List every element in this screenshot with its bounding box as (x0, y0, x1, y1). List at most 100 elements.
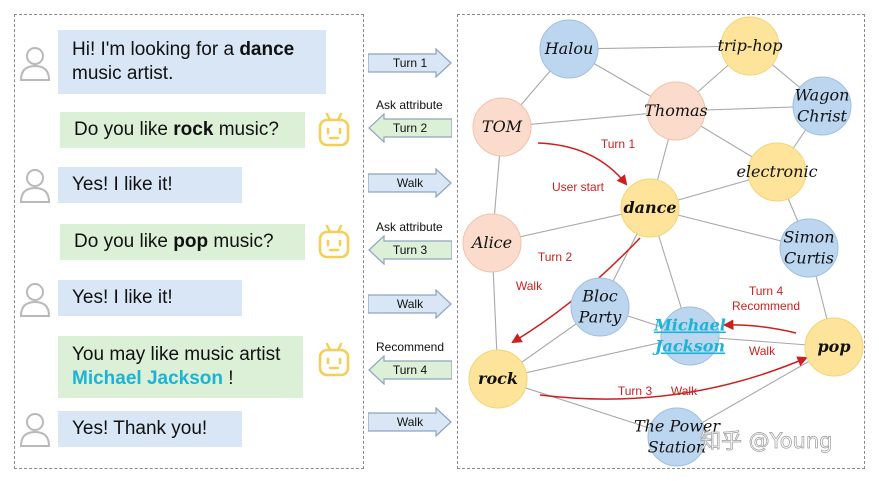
watermark: 知乎 @Young (700, 429, 833, 453)
message-text: Hi! I'm looking for a (72, 39, 240, 60)
path-label: Walk (749, 344, 776, 358)
arrow-label: Walk (396, 176, 424, 190)
graph-node-thomas: Thomas (644, 81, 708, 141)
user-message-bubble: Yes! Thank you! (58, 411, 242, 447)
node-circle (660, 306, 720, 366)
message-text: dance (239, 39, 295, 60)
graph-edge (497, 378, 678, 438)
graph-panel (457, 14, 865, 469)
message-text: Yes! Thank you! (72, 418, 208, 439)
user-avatar-icon (18, 166, 52, 204)
graph-edge (568, 45, 751, 50)
message-text: music? (213, 119, 279, 140)
path-label: Turn 4 (749, 284, 784, 298)
path-label: Turn 1 (601, 137, 636, 151)
robot-avatar-icon (316, 112, 352, 148)
node-label: Jackson (652, 337, 725, 356)
walk-path-1 (537, 142, 628, 186)
node-label: Halou (544, 39, 594, 58)
node-label: Simon (783, 228, 834, 247)
message-text: music artist. (72, 63, 174, 84)
node-circle (570, 277, 630, 337)
node-circle (720, 16, 780, 76)
node-circle (620, 178, 680, 238)
node-label: electronic (736, 162, 817, 181)
message-text: rock (173, 119, 214, 140)
node-label: The Power (634, 417, 721, 436)
node-circle (792, 76, 852, 136)
graph-node-pop: pop (804, 317, 864, 377)
node-label: Station (648, 438, 706, 457)
node-label: trip-hop (717, 36, 782, 55)
arrow-caption: Ask attribute (376, 220, 443, 234)
node-label: Michael (653, 316, 726, 335)
message-text: Do you like (74, 231, 174, 252)
node-label: Curtis (784, 249, 834, 268)
node-label: pop (817, 337, 850, 356)
node-circle (468, 349, 528, 409)
arrow-caption: Recommend (376, 340, 445, 354)
bot-message-bubble: Do you like pop music? (60, 224, 305, 260)
message-text: Yes! I like it! (72, 174, 173, 195)
node-circle (804, 317, 864, 377)
graph-node-alice: Alice (462, 213, 522, 273)
node-circle (646, 81, 706, 141)
message-text: You may like music artist (72, 344, 281, 365)
path-label: User start (552, 180, 605, 194)
graph-node-triphop: trip-hop (717, 16, 783, 76)
node-label: Bloc (581, 287, 618, 306)
path-label: Turn 3 (618, 384, 653, 398)
message-text: Do you like (74, 119, 174, 140)
node-label: rock (478, 369, 518, 388)
user-avatar-icon (18, 44, 52, 82)
path-label: Turn 2 (538, 250, 573, 264)
arrow-label: Turn 4 (392, 363, 428, 377)
message-text: ! (223, 368, 234, 389)
graph-node-halou: Halou (539, 19, 599, 79)
node-circle (647, 407, 707, 467)
user-message-bubble: Yes! I like it! (58, 280, 242, 316)
graph-node-electronic: electronic (736, 142, 818, 202)
node-label: Alice (470, 233, 512, 252)
right-arrow: Walk (368, 289, 452, 319)
path-label: Recommend (732, 299, 800, 313)
node-label: Thomas (644, 101, 708, 120)
robot-avatar-icon (316, 224, 352, 260)
right-arrow: Walk (368, 407, 452, 437)
user-avatar-icon (18, 410, 52, 448)
walk-path-3 (539, 356, 808, 400)
right-arrow: Walk (368, 168, 452, 198)
left-arrow: Turn 2 (368, 113, 452, 143)
path-label: Walk (671, 384, 698, 398)
robot-avatar-icon (316, 342, 352, 378)
node-circle (779, 218, 839, 278)
dialogue-panel (14, 14, 364, 469)
recommended-artist: Michael Jackson (72, 368, 224, 389)
arrow-label: Walk (396, 415, 424, 429)
walk-path-4 (722, 319, 797, 334)
message-text: pop (173, 231, 209, 252)
user-avatar-icon (18, 280, 52, 318)
node-label: TOM (482, 117, 523, 136)
message-text: music? (208, 231, 274, 252)
right-arrow: Turn 1 (368, 48, 452, 78)
node-label: dance (623, 198, 676, 217)
message-text: Yes! I like it! (72, 287, 173, 308)
arrow-label: Walk (396, 297, 424, 311)
node-label: Christ (797, 107, 848, 126)
graph-node-rock: rock (468, 349, 528, 409)
arrow-caption: Ask attribute (376, 98, 443, 112)
arrow-label: Turn 2 (392, 121, 428, 135)
user-message-bubble: Yes! I like it! (58, 167, 242, 203)
node-circle (472, 97, 532, 157)
node-circle (747, 142, 807, 202)
left-arrow: Turn 4 (368, 355, 452, 385)
arrow-label: Turn 1 (392, 56, 428, 70)
